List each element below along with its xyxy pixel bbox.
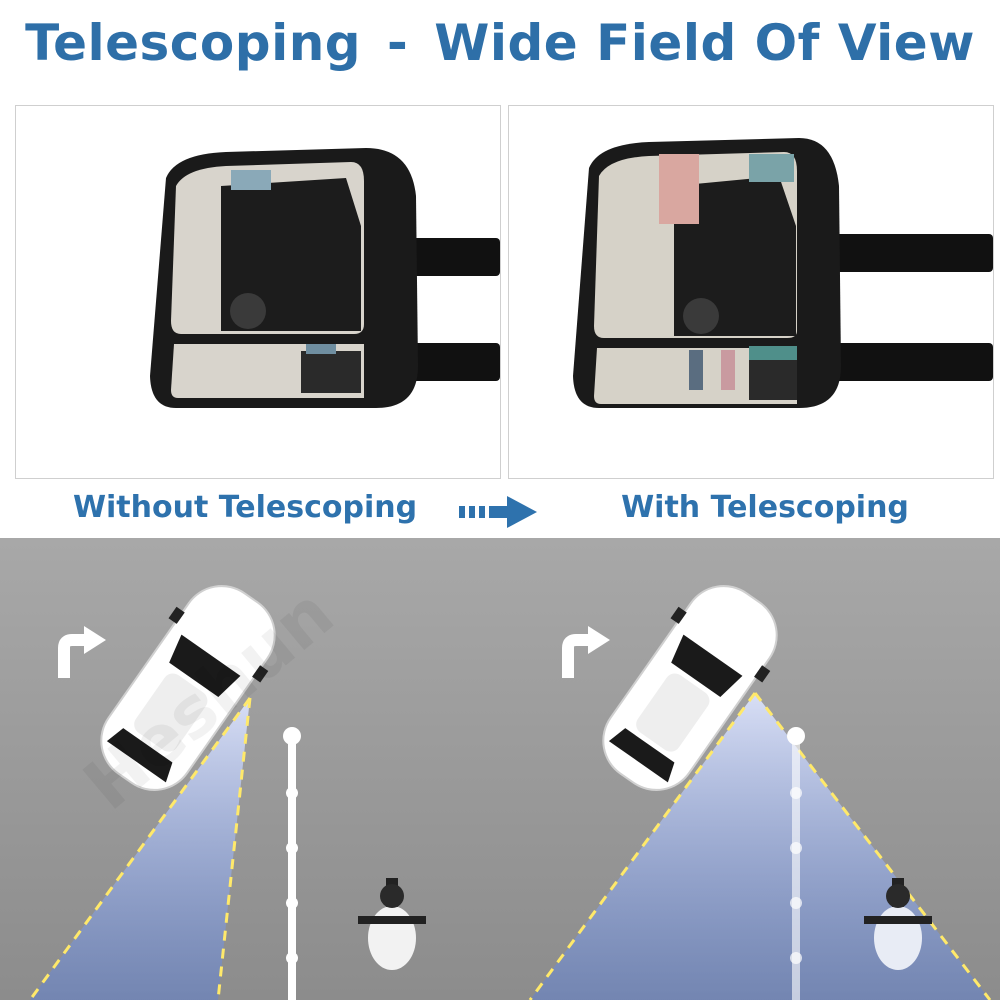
turn-right-arrow-icon [562, 626, 610, 678]
turn-right-arrow-icon [58, 626, 106, 678]
caption-with-telescoping: With Telescoping [621, 490, 909, 525]
caption-without-telescoping: Without Telescoping [72, 490, 418, 525]
mirror-panel-with-telescoping [508, 105, 994, 479]
mirror-image-with [573, 138, 993, 408]
mirror-image-without [150, 148, 500, 408]
car-top-view [602, 585, 778, 791]
page-title: Telescoping - Wide Field Of View [0, 14, 1000, 72]
motorcycle-rider [864, 878, 932, 970]
motorcycle-rider [358, 878, 426, 970]
mirror-panel-without-telescoping [15, 105, 501, 479]
road-scene-without-telescoping: Heshun [0, 538, 500, 1000]
car-top-view [100, 585, 276, 791]
title-left: Telescoping [25, 14, 362, 72]
title-right: Wide Field Of View [434, 14, 975, 72]
road-scene-with-telescoping [500, 538, 1000, 1000]
dashed-right-arrow-icon [455, 492, 545, 532]
title-dash: - [387, 14, 409, 72]
